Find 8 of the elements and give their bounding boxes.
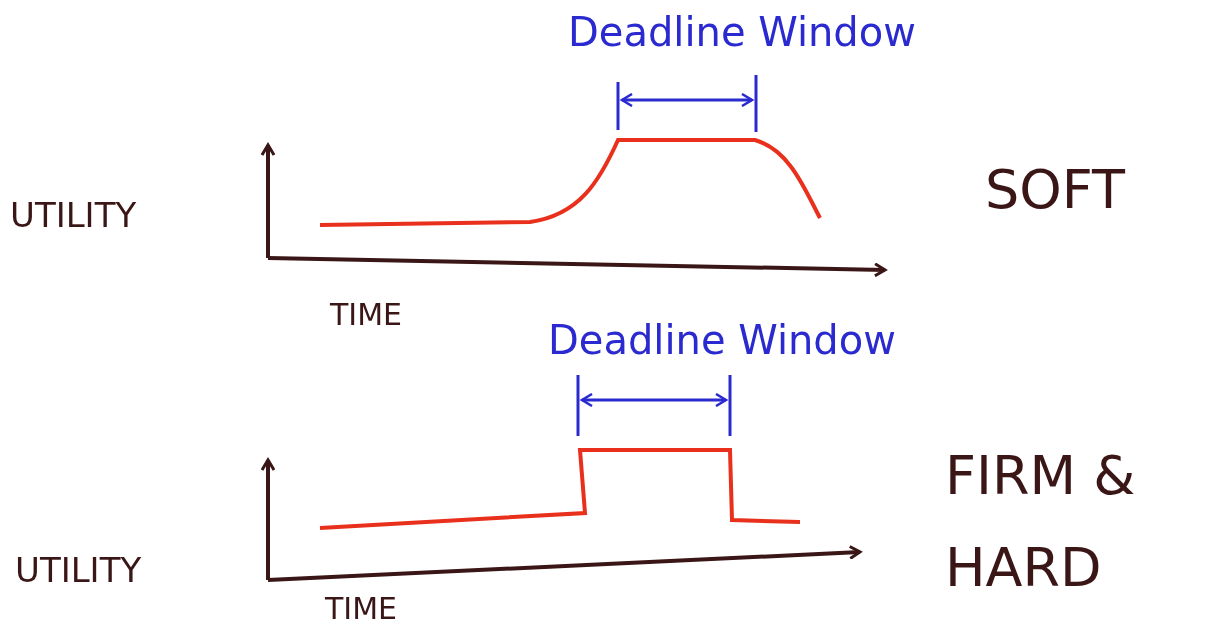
chart-title: FIRM & HARD	[945, 443, 1137, 601]
axis-label: UTILITY	[10, 197, 137, 235]
chart-annotation: Deadline Window	[568, 10, 916, 54]
axis-label: TIME	[330, 298, 402, 331]
axis-label: UTILITY	[15, 552, 142, 590]
chart-title: SOFT	[985, 160, 1125, 220]
chart-annotation: Deadline Window	[548, 318, 896, 362]
axis-label: TIME	[325, 592, 397, 625]
